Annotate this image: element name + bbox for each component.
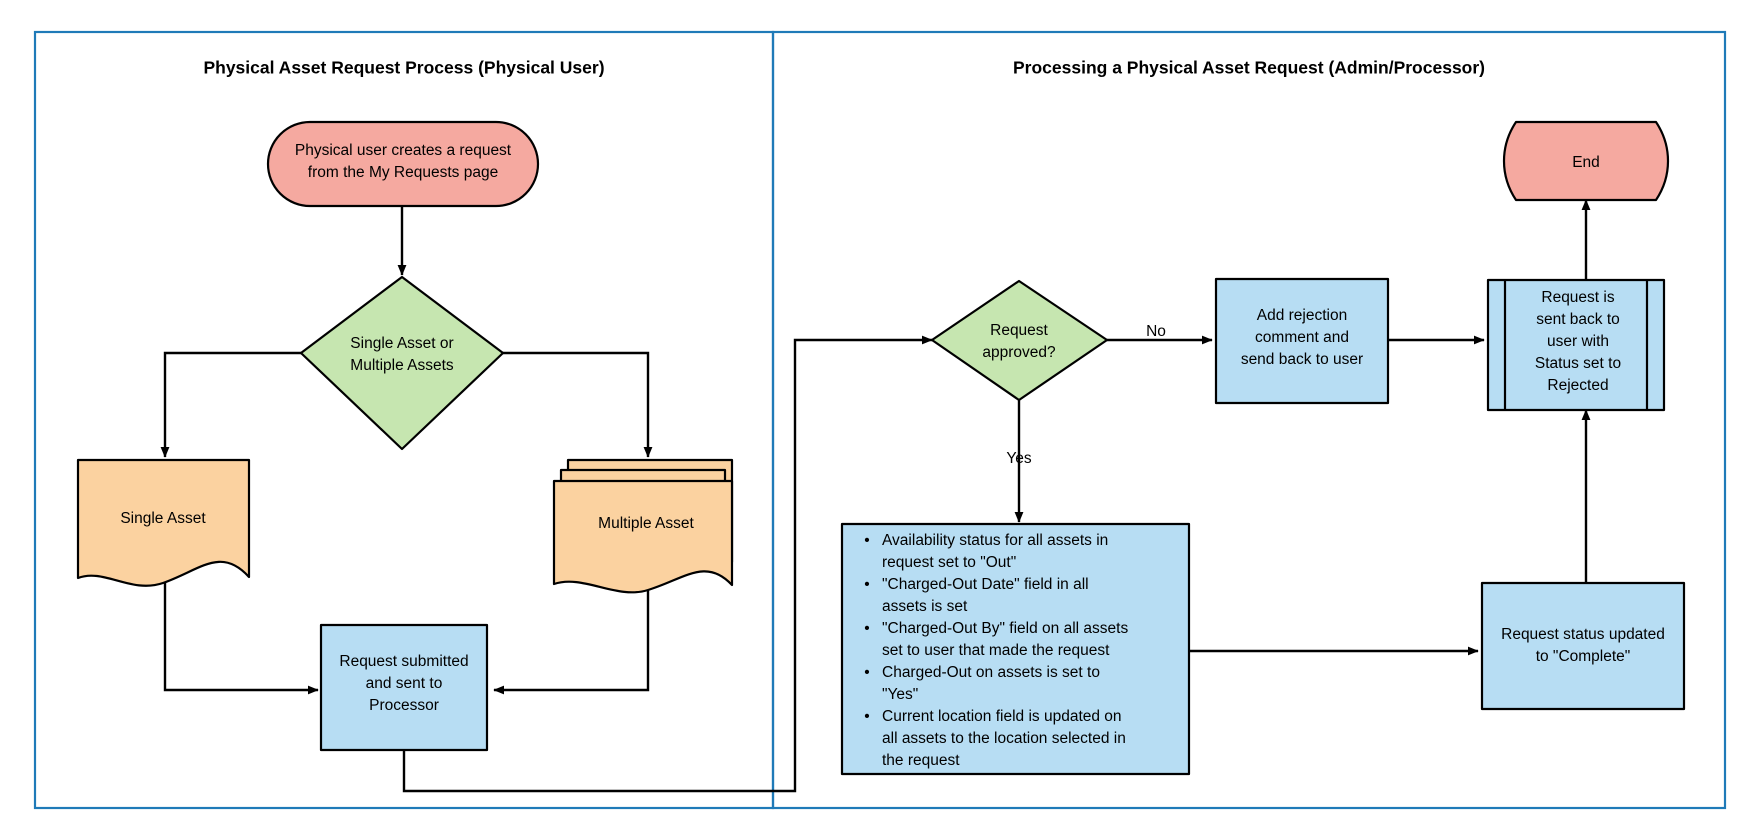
edge-decision-to-single — [160, 351, 301, 458]
panel-right-border — [771, 30, 1727, 810]
approval-bullet-1-line-2: request set to "Out" — [882, 554, 1016, 571]
node-request-complete[interactable]: Request status updated to "Complete" — [1480, 581, 1686, 711]
edge-single-to-submitted — [163, 580, 319, 695]
node-request-rejected[interactable]: Request is sent back to user with Status… — [1486, 278, 1666, 412]
single-asset-document-shape — [76, 458, 251, 587]
approval-bullet-2-line-1: "Charged-Out Date" field in all — [882, 576, 1089, 593]
request-submitted-line-2: and sent to — [366, 675, 443, 692]
start-terminal-line-2: from the My Requests page — [308, 164, 498, 181]
request-complete-shape — [1480, 581, 1686, 711]
approval-bullet-marker-1: • — [864, 532, 869, 549]
asset-count-decision-shape — [299, 275, 505, 451]
panel-right-title: Processing a Physical Asset Request (Adm… — [1013, 58, 1485, 78]
approval-bullet-5-line-1: Current location field is updated on — [882, 708, 1122, 725]
approval-bullet-marker-5: • — [864, 708, 869, 725]
edge-multiple-to-submitted — [493, 580, 650, 695]
start-terminal-line-1: Physical user creates a request — [295, 142, 512, 159]
edge-submitted-to-approved — [402, 335, 933, 793]
node-single-asset-document[interactable]: Single Asset — [76, 458, 251, 587]
approval-bullet-4-line-2: "Yes" — [882, 686, 918, 703]
asset-count-decision-line-1: Single Asset or — [350, 335, 453, 352]
approval-bullet-3-line-1: "Charged-Out By" field on all assets — [882, 620, 1128, 637]
edge-label-yes: Yes — [1006, 450, 1032, 467]
add-rejection-line-1: Add rejection — [1257, 307, 1347, 324]
node-multiple-asset-document[interactable]: Multiple Asset — [552, 458, 734, 594]
request-complete-line-2: to "Complete" — [1536, 648, 1631, 665]
end-terminal-shape — [1502, 120, 1670, 202]
edge-label-no: No — [1146, 323, 1166, 340]
approval-bullet-1-line-1: Availability status for all assets in — [882, 532, 1108, 549]
request-approved-line-2: approved? — [982, 344, 1056, 361]
single-asset-document-label: Single Asset — [120, 510, 206, 527]
approval-bullet-2-line-2: assets is set — [882, 598, 968, 615]
asset-count-decision-line-2: Multiple Assets — [350, 357, 454, 374]
request-rejected-line-5: Rejected — [1547, 377, 1608, 394]
add-rejection-line-2: comment and — [1255, 329, 1349, 346]
node-asset-count-decision[interactable]: Single Asset or Multiple Assets — [299, 275, 505, 451]
multiple-asset-document-label: Multiple Asset — [598, 515, 694, 532]
approval-bullet-4-line-1: Charged-Out on assets is set to — [882, 664, 1100, 681]
request-approved-line-1: Request — [990, 322, 1048, 339]
request-rejected-line-1: Request is — [1541, 289, 1614, 306]
node-end-terminal[interactable]: End — [1502, 120, 1670, 202]
request-submitted-line-1: Request submitted — [339, 653, 468, 670]
approval-actions-shape — [840, 522, 1191, 776]
add-rejection-line-3: send back to user — [1241, 351, 1363, 368]
request-submitted-shape — [319, 623, 489, 752]
node-request-approved-decision[interactable]: Request approved? — [930, 279, 1109, 402]
request-complete-line-1: Request status updated — [1501, 626, 1665, 643]
node-start-terminal[interactable]: Physical user creates a request from the… — [266, 120, 540, 208]
start-terminal-shape — [266, 120, 540, 208]
add-rejection-comment-shape — [1214, 277, 1390, 405]
approval-bullet-marker-4: • — [864, 664, 869, 681]
request-submitted-line-3: Processor — [369, 697, 439, 714]
request-rejected-line-2: sent back to — [1536, 311, 1620, 328]
request-rejected-line-3: user with — [1547, 333, 1609, 350]
edge-decision-to-multiple — [503, 351, 653, 458]
approval-bullet-marker-2: • — [864, 576, 869, 593]
node-request-submitted[interactable]: Request submitted and sent to Processor — [319, 623, 489, 752]
approval-bullet-5-line-2: all assets to the location selected in — [882, 730, 1126, 747]
approval-bullet-3-line-2: set to user that made the request — [882, 642, 1110, 659]
approval-bullet-5-line-3: the request — [882, 752, 960, 769]
request-rejected-shape — [1486, 278, 1666, 412]
approval-bullet-marker-3: • — [864, 620, 869, 637]
end-terminal-label: End — [1572, 154, 1600, 171]
panel-left-title: Physical Asset Request Process (Physical… — [203, 58, 604, 78]
request-rejected-line-4: Status set to — [1535, 355, 1621, 372]
node-approval-actions[interactable]: • Availability status for all assets in … — [840, 522, 1191, 776]
node-add-rejection-comment[interactable]: Add rejection comment and send back to u… — [1214, 277, 1390, 405]
request-approved-decision-shape — [930, 279, 1109, 402]
multiple-asset-document-front — [552, 479, 734, 594]
